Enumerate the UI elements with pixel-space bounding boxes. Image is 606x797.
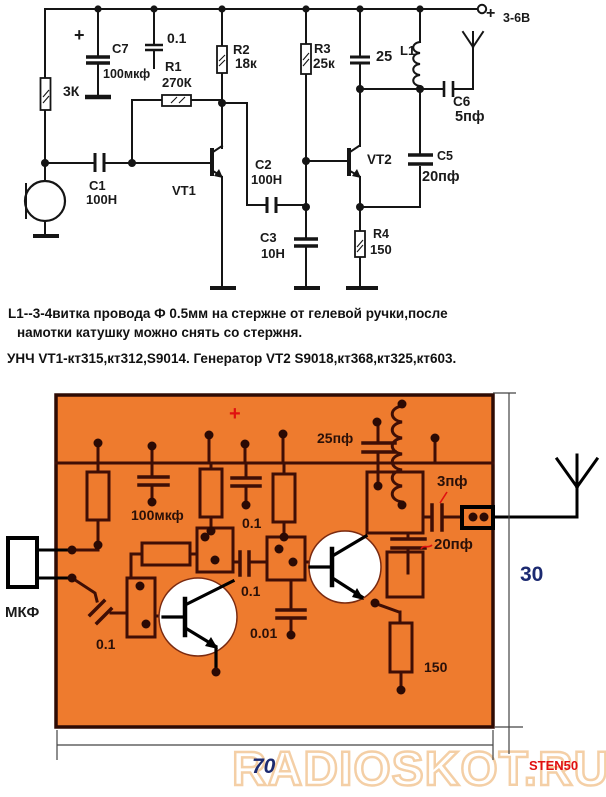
pcb-25pf-label: 25пф <box>317 430 354 446</box>
r3-label: R3 <box>314 41 331 56</box>
schematic-drawing <box>23 3 488 290</box>
power-plus-label: + <box>486 5 496 22</box>
pcb-100mkf-label: 100мкф <box>131 507 184 523</box>
pcb-resistor <box>140 541 192 567</box>
ground-symbols <box>33 234 378 290</box>
c1-label: C1 <box>89 178 106 193</box>
c7-capacitor <box>86 55 110 65</box>
c6-label: C6 <box>453 94 471 109</box>
r1-resistor <box>161 94 192 107</box>
dim-width-label: 70 <box>252 755 276 778</box>
l1-coil-symbol <box>412 40 422 88</box>
c-decouple-capacitor <box>145 43 163 52</box>
pcb-150-label: 150 <box>424 659 448 675</box>
note-coil-line2: намотки катушку можно снять со стержня. <box>17 325 303 340</box>
pcb-mic-label: МКФ <box>5 604 40 621</box>
pcb-resistor <box>198 467 224 519</box>
r1-label: R1 <box>165 59 182 74</box>
c5-capacitor <box>408 153 433 166</box>
pcb-board <box>54 393 495 729</box>
r1-value-label: 270К <box>162 75 192 90</box>
author-label: STEN50 <box>529 758 579 773</box>
c1-value-label: 100Н <box>86 192 118 207</box>
c4-value-label: 25 <box>376 49 393 65</box>
power-terminal <box>476 3 488 15</box>
antenna-symbol <box>491 453 600 519</box>
c2-capacitor <box>265 197 278 213</box>
pcb-3pf-label: 3пф <box>437 473 468 490</box>
pcb-pad-block <box>125 576 157 639</box>
pcb-transistor-vt1 <box>158 577 238 657</box>
dimension-lines <box>56 392 523 760</box>
pcb-01-top-label: 0.1 <box>242 515 262 531</box>
note-transistors: УНЧ VT1-кт315,кт312,S9014. Генератор VT2… <box>7 351 457 366</box>
pcb-osc-block <box>365 470 425 535</box>
dim-height-label: 30 <box>520 563 544 586</box>
c1-capacitor <box>93 153 106 172</box>
pcb-pads <box>67 399 489 695</box>
c5-label: C5 <box>437 149 453 163</box>
pcb-pad-block <box>195 526 235 574</box>
mic-connector <box>6 536 39 589</box>
vt2-label: VT2 <box>367 152 392 167</box>
pcb-plus-label: + <box>229 403 241 425</box>
c3-capacitor <box>294 237 318 248</box>
pcb-resistor-150 <box>388 621 414 674</box>
pcb-20pf-label: 20пф <box>434 536 473 553</box>
c3-value-label: 10Н <box>261 246 285 261</box>
r2-value-label: 18к <box>235 56 257 71</box>
c6-capacitor <box>442 81 455 97</box>
vt1-label: VT1 <box>172 183 196 198</box>
pcb-coil <box>390 404 404 504</box>
power-value-label: 3-6В <box>503 11 531 25</box>
pcb-01-mid-label: 0.1 <box>241 583 261 599</box>
c2-label: C2 <box>255 157 272 172</box>
r4-label: R4 <box>373 227 389 241</box>
l1-label: L1 <box>400 43 416 58</box>
c7-label: C7 <box>112 41 129 56</box>
c-decouple-label: 0.1 <box>167 30 187 46</box>
c5-value-label: 20пф <box>422 169 460 185</box>
note-coil-line1: L1--3-4витка провода Ф 0.5мм на стержне … <box>8 306 448 321</box>
pcb-drawing <box>6 393 600 729</box>
r2-label: R2 <box>233 42 250 57</box>
junction-dots <box>41 5 424 211</box>
c4-capacitor <box>350 55 370 65</box>
pcb-pad-block <box>385 550 425 599</box>
c2-value-label: 100Н <box>251 172 283 187</box>
r3-resistor <box>300 43 312 75</box>
c7-value-label: 100мкф <box>103 67 151 81</box>
pcb-01-mic-label: 0.1 <box>96 636 116 652</box>
pcb-001-label: 0.01 <box>250 625 278 641</box>
r2-resistor <box>216 45 228 74</box>
pcb-resistor <box>85 470 111 522</box>
microphone-symbol <box>23 179 67 223</box>
c7-polarity-label: + <box>74 25 85 45</box>
r-bias-label: 3К <box>63 83 80 99</box>
site-watermark: RADIOSKOT.RU <box>231 742 606 797</box>
pcb-3pf-cap <box>430 503 444 532</box>
c3-label: C3 <box>260 230 277 245</box>
c6-value-label: 5пф <box>455 109 485 125</box>
r4-value-label: 150 <box>370 242 392 257</box>
pcb-resistor <box>271 472 297 524</box>
r3-value-label: 25к <box>313 56 335 71</box>
